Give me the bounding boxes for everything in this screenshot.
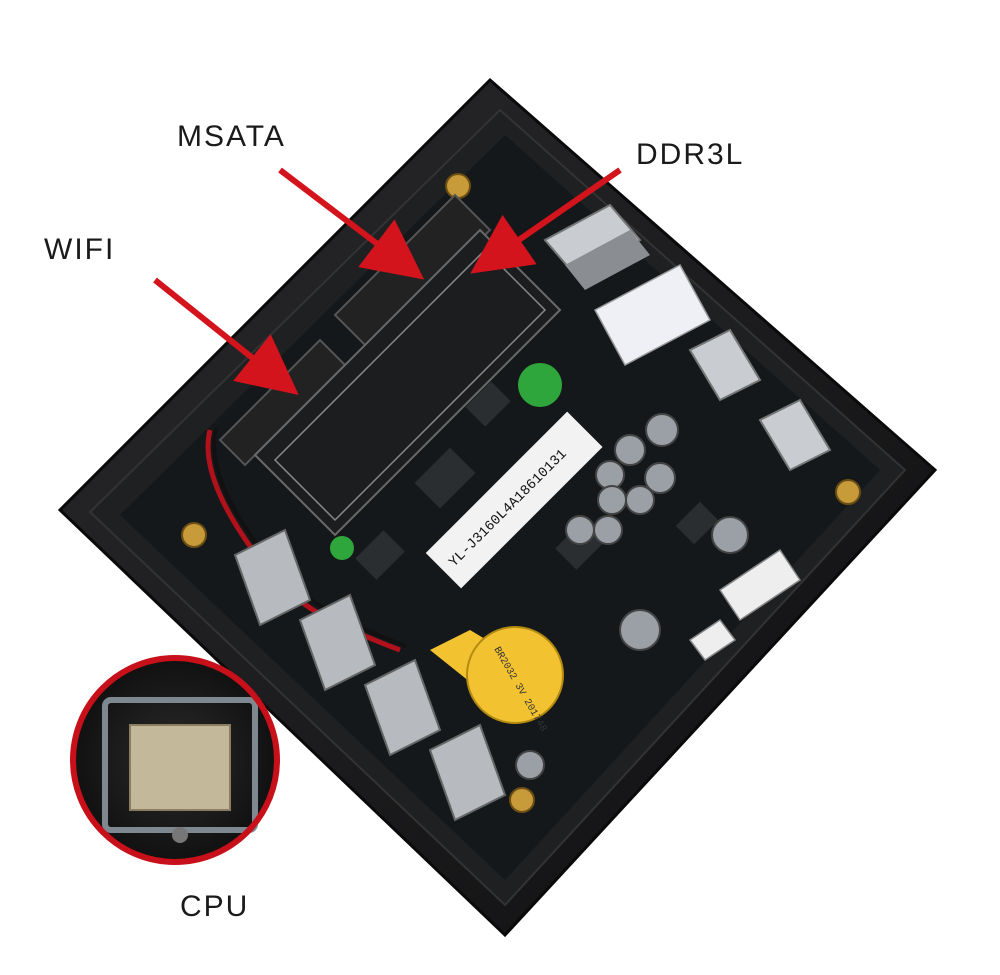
wifi-label: WIFI: [44, 233, 116, 266]
cpu-chip: [129, 724, 231, 811]
cmos-battery: BR2032 3V 201748: [430, 626, 564, 734]
ddr3l-label: DDR3L: [636, 138, 745, 171]
ddr3l-slot: [253, 228, 562, 537]
usb-sticker: [593, 263, 712, 367]
wifi-arrow: [153, 277, 299, 395]
hdmi-ports: [688, 328, 832, 472]
cpu-inset: [70, 655, 280, 865]
ddr3l-arrow: [470, 167, 622, 274]
sata-connector: [688, 548, 802, 662]
cpu-label: CPU: [180, 890, 250, 923]
msata-label: MSATA: [177, 120, 286, 153]
callout-arrows: [153, 167, 622, 395]
msata-arrow: [278, 167, 425, 280]
qc-sticker: [330, 363, 562, 560]
lan-ports: [233, 528, 507, 822]
usb-ports: [543, 203, 650, 290]
